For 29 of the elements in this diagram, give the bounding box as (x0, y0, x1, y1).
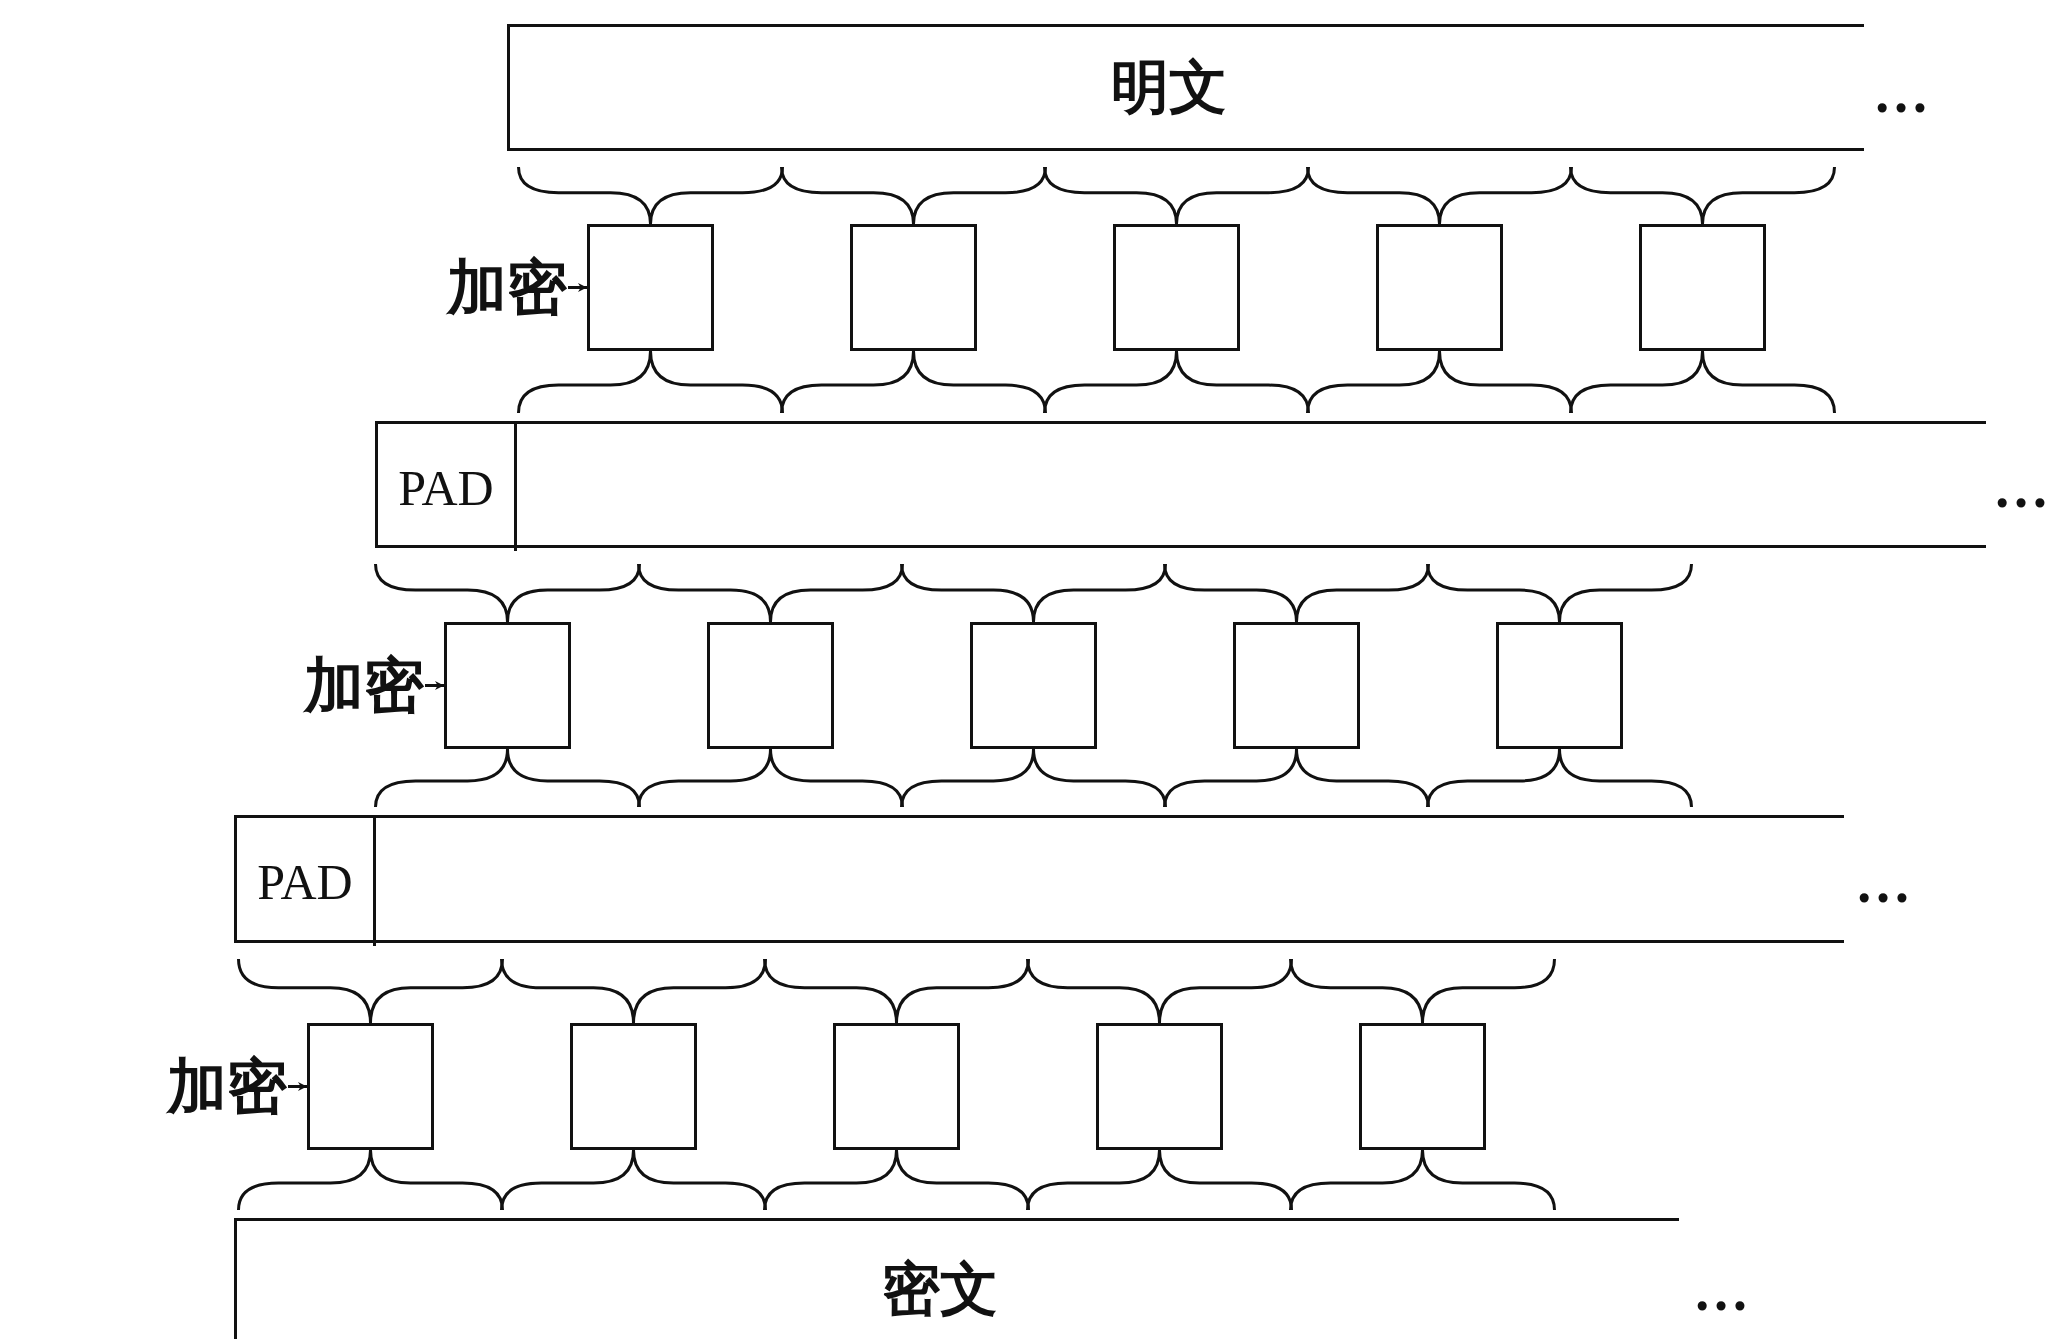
arrow (288, 1082, 307, 1091)
square-box (1496, 622, 1623, 749)
square-box (833, 1023, 960, 1150)
square-box (444, 622, 571, 749)
square-box (1113, 224, 1240, 351)
band-label: 明文 (1109, 53, 1228, 122)
square-box (307, 1023, 434, 1150)
square-box (1376, 224, 1503, 351)
square-box (1096, 1023, 1223, 1150)
square-box (850, 224, 977, 351)
row-label: 加密 (447, 242, 567, 333)
row-label: 加密 (167, 1041, 287, 1132)
pad-cell: PAD (378, 424, 517, 551)
square-box (570, 1023, 697, 1150)
square-box (707, 622, 834, 749)
ellipsis: … (1993, 458, 2049, 518)
square-box (1233, 622, 1360, 749)
square-box (1639, 224, 1766, 351)
arrow (425, 681, 444, 690)
ellipsis: … (1855, 853, 1911, 913)
pad-cell: PAD (237, 818, 376, 946)
ellipsis: … (1693, 1261, 1749, 1321)
row-label: 加密 (304, 640, 424, 731)
square-box (970, 622, 1097, 749)
ellipsis: … (1873, 63, 1929, 123)
band-label: 密文 (880, 1255, 999, 1324)
square-box (1359, 1023, 1486, 1150)
arrow (568, 283, 587, 292)
square-box (587, 224, 714, 351)
